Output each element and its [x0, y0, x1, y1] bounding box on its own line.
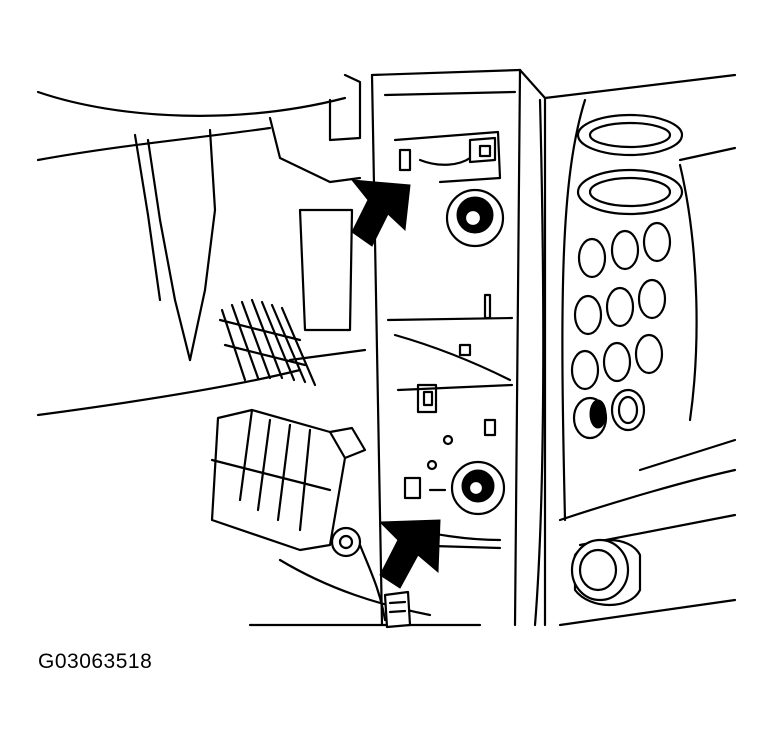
figure-caption-code: G03063518 [38, 650, 153, 673]
wiring-harness [218, 298, 317, 387]
electrical-connector [210, 408, 367, 552]
lower-arrow-icon [378, 519, 441, 589]
preset-oval-buttons [576, 113, 684, 216]
radio-faceplate [513, 68, 737, 627]
radio-removal-illustration [36, 68, 737, 629]
keypad-buttons [570, 221, 672, 440]
dashboard-trim [36, 73, 482, 627]
upper-arrow-icon [350, 179, 411, 247]
radio-chassis [370, 68, 522, 627]
volume-knob [570, 538, 642, 607]
mounting-bolt [330, 526, 362, 558]
upper-retaining-clip [393, 130, 505, 357]
lower-retaining-clip [398, 383, 506, 542]
harness-plug [383, 590, 412, 629]
